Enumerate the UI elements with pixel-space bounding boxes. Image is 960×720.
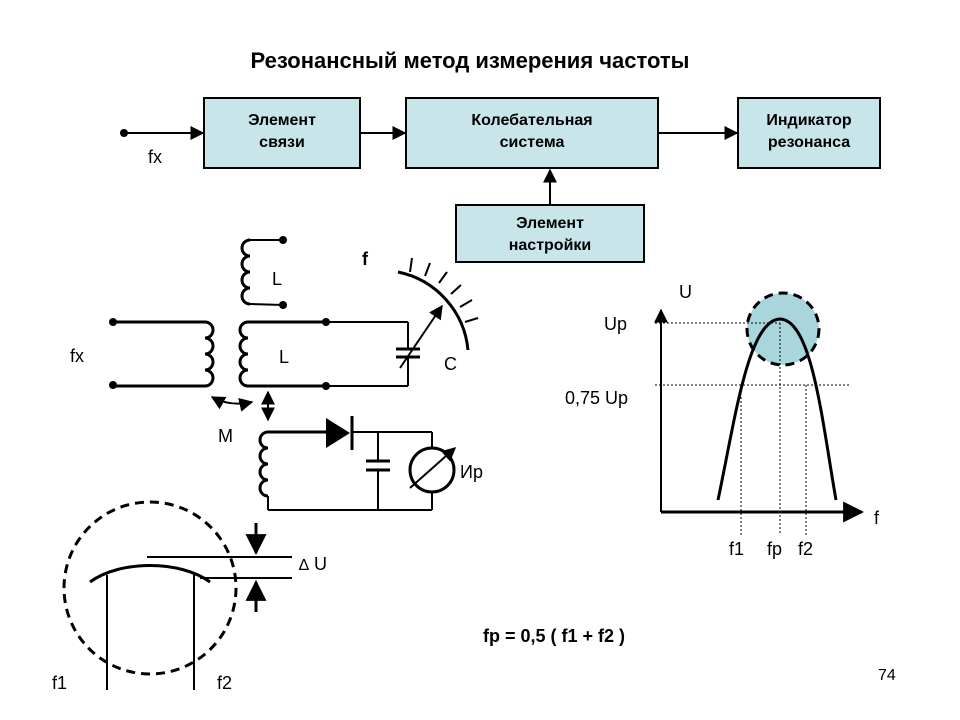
mutual-label: M xyxy=(218,426,233,446)
mutual-coupling-arrow-icon xyxy=(210,396,254,412)
resonance-indicator-line1: Индикатор xyxy=(766,112,851,129)
zoom-f1-label: f1 xyxy=(52,673,67,693)
variable-capacitor-arrow-icon xyxy=(399,304,443,369)
circuit-input-label: fx xyxy=(70,346,84,366)
delta-symbol-icon: ∆ xyxy=(299,557,309,574)
peak-highlight-icon xyxy=(747,293,819,365)
tuning-element-block xyxy=(455,204,645,263)
zoom-f2-label: f2 xyxy=(217,673,232,693)
indicator-label: Ир xyxy=(460,462,483,482)
fp-label: fр xyxy=(767,539,782,559)
coupling-element-line1: Элемент xyxy=(248,112,316,129)
zoomed-peak-curve xyxy=(89,564,211,584)
f2-label: f2 xyxy=(798,539,813,559)
inductor-top-icon xyxy=(240,238,251,306)
inductor-main-label: L xyxy=(279,347,289,367)
diode-icon xyxy=(326,418,350,448)
tuning-scale-label: f xyxy=(362,249,369,269)
coupling-element-block xyxy=(203,97,361,169)
resonance-curve-plot: U f Uр 0,75 Uр f1 fр f2 xyxy=(565,282,880,559)
detector-coil-icon xyxy=(258,430,269,498)
f1-label: f1 xyxy=(729,539,744,559)
resonance-indicator-line2: резонанса xyxy=(768,134,850,151)
level-label: 0,75 Uр xyxy=(565,388,628,408)
x-axis-label: f xyxy=(874,508,880,528)
capacitor-label: C xyxy=(444,354,457,374)
meter-icon xyxy=(408,446,456,494)
resonance-circuit: L fx L C f M xyxy=(70,236,483,511)
peak-label: Uр xyxy=(604,314,627,334)
inductor-top-label: L xyxy=(272,269,282,289)
page-number: 74 xyxy=(878,667,896,684)
formula: fр = 0,5 ( f1 + f2 ) xyxy=(483,626,625,646)
coupling-element-line2: связи xyxy=(259,134,305,151)
tuning-element-line1: Элемент xyxy=(516,215,584,232)
resonance-curve xyxy=(716,317,838,501)
oscillating-system-line2: система xyxy=(500,134,565,151)
peak-zoom: ∆ U f1 f2 xyxy=(52,500,327,693)
oscillating-system-line1: Колебательная xyxy=(471,112,592,129)
block-diagram: fx Элемент связи Колебательная система И… xyxy=(120,97,881,263)
oscillating-system-block xyxy=(405,97,659,169)
resonance-indicator-block xyxy=(737,97,881,169)
tuning-element-line2: настройки xyxy=(509,237,592,254)
page-title: Резонансный метод измерения частоты xyxy=(251,48,690,73)
tuning-dial-icon xyxy=(397,270,470,351)
inductor-main-icon xyxy=(238,320,249,388)
input-coil-icon xyxy=(204,320,215,388)
y-axis-label: U xyxy=(679,282,692,302)
delta-u-label: U xyxy=(314,554,327,574)
block-input-label: fx xyxy=(148,147,162,167)
